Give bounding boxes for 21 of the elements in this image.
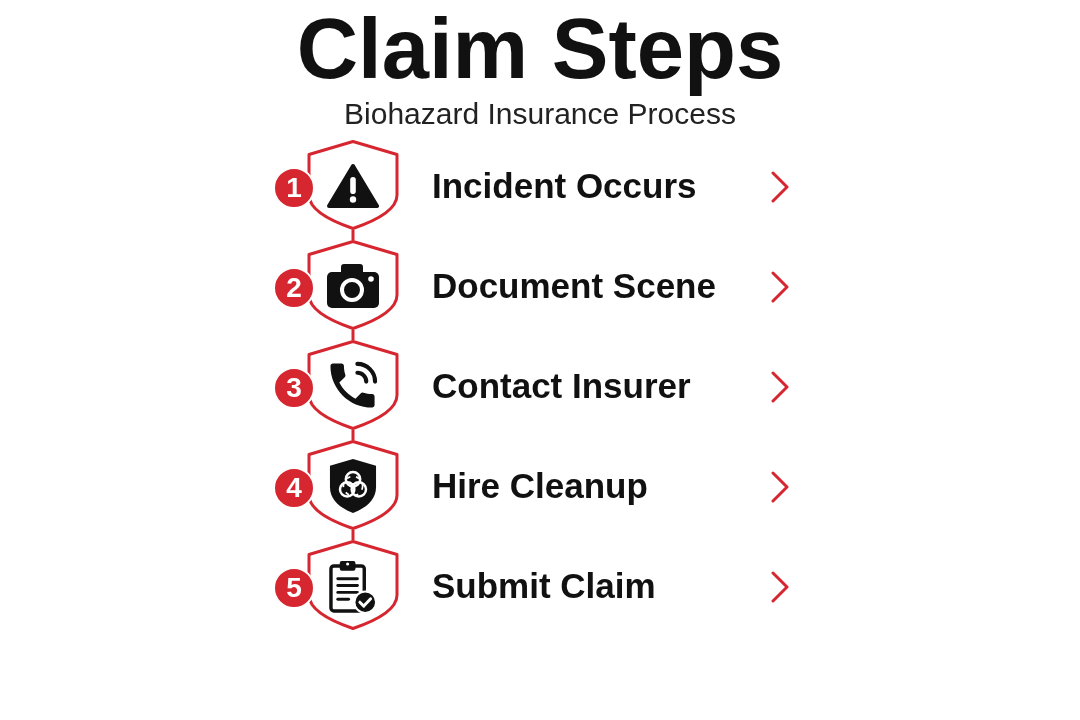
connector-line bbox=[351, 430, 355, 440]
shield bbox=[307, 240, 399, 330]
connector-line bbox=[351, 230, 355, 240]
step-title: Contact Insurer bbox=[432, 365, 691, 407]
step-title: Document Scene bbox=[432, 265, 716, 307]
subtitle: Biohazard Insurance Process bbox=[344, 97, 736, 131]
number-badge: 3 bbox=[273, 367, 315, 409]
title: Claim Steps bbox=[296, 1, 784, 97]
step-title: Submit Claim bbox=[432, 565, 656, 607]
number-badge: 2 bbox=[273, 267, 315, 309]
shield bbox=[307, 440, 399, 530]
step-title: Incident Occurs bbox=[432, 165, 697, 207]
number-badge: 4 bbox=[273, 467, 315, 509]
shield bbox=[307, 540, 399, 630]
number-badge: 5 bbox=[273, 567, 315, 609]
connector-line bbox=[351, 530, 355, 540]
step-title: Hire Cleanup bbox=[432, 465, 648, 507]
shield bbox=[307, 140, 399, 230]
number-badge: 1 bbox=[273, 167, 315, 209]
connector-line bbox=[351, 330, 355, 340]
shield bbox=[307, 340, 399, 430]
